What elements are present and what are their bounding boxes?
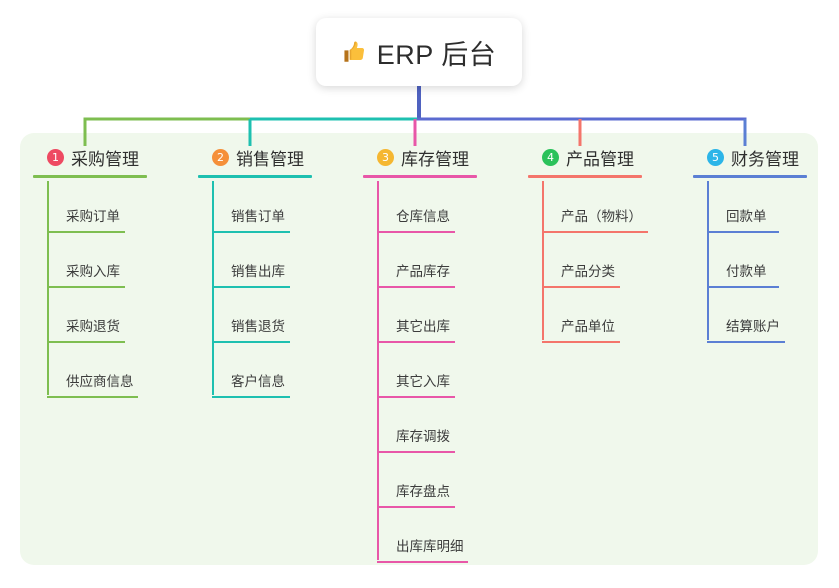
leaf-label: 销售出库 [231,264,285,279]
branch-header-underline [363,175,477,178]
branch-number-badge: 5 [707,148,724,166]
branch-header-5[interactable]: 5 财务管理 [693,145,807,169]
leaf-underline [707,286,779,288]
leaf-node[interactable]: 出库库明细 [363,508,477,563]
leaf-node[interactable]: 采购订单 [33,178,147,233]
diagram-panel-background [20,133,818,565]
leaf-node[interactable]: 库存调拨 [363,398,477,453]
branch-title: 采购管理 [71,149,139,169]
leaf-underline [377,231,455,233]
leaf-label: 仓库信息 [396,209,450,224]
leaf-node[interactable]: 产品（物料） [528,178,648,233]
leaf-underline [377,451,455,453]
leaf-node[interactable]: 销售出库 [198,233,312,288]
leaf-label: 出库库明细 [396,539,464,554]
branch-header-underline [33,175,147,178]
branch-title: 销售管理 [236,149,304,169]
leaf-label: 产品（物料） [561,209,642,224]
leaf-underline [542,231,648,233]
branch-items: 产品（物料） 产品分类产品单位 [528,178,648,343]
leaf-label: 库存调拨 [396,429,450,444]
leaf-label: 销售订单 [231,209,285,224]
branch-column-3: 3 库存管理仓库信息产品库存其它出库其它入库库存调拨库存盘点出库库明细 [363,145,477,563]
branch-title: 产品管理 [566,149,634,169]
leaf-label: 产品单位 [561,319,615,334]
leaf-underline [542,341,620,343]
branch-items: 回款单付款单结算账户 [693,178,807,343]
leaf-label: 回款单 [726,209,767,224]
leaf-label: 采购退货 [66,319,120,334]
branch-column-4: 4 产品管理产品（物料） 产品分类产品单位 [528,145,648,343]
branch-header-underline [693,175,807,178]
leaf-underline [212,286,290,288]
leaf-node[interactable]: 仓库信息 [363,178,477,233]
leaf-label: 客户信息 [231,374,285,389]
branch-number-badge: 2 [212,148,229,166]
leaf-underline [212,341,290,343]
branch-number-badge: 1 [47,148,64,166]
leaf-underline [47,231,125,233]
branch-number-badge: 3 [377,148,394,166]
branch-header-underline [198,175,312,178]
branch-header-1[interactable]: 1 采购管理 [33,145,147,169]
leaf-underline [47,341,125,343]
branch-header-4[interactable]: 4 产品管理 [528,145,642,169]
leaf-underline [377,506,455,508]
leaf-underline [542,286,620,288]
branch-header-underline [528,175,642,178]
leaf-label: 其它入库 [396,374,450,389]
leaf-node[interactable]: 产品库存 [363,233,477,288]
root-title: ERP 后台 [376,39,497,70]
thumbs-up-icon [342,39,368,65]
branch-column-2: 2 销售管理销售订单销售出库销售退货客户信息 [198,145,312,398]
leaf-underline [212,231,290,233]
leaf-node[interactable]: 供应商信息 [33,343,147,398]
branch-items: 销售订单销售出库销售退货客户信息 [198,178,312,398]
leaf-label: 产品库存 [396,264,450,279]
leaf-underline [707,231,779,233]
branch-column-5: 5 财务管理回款单付款单结算账户 [693,145,807,343]
leaf-underline [377,561,468,563]
leaf-node[interactable]: 回款单 [693,178,807,233]
branch-title: 库存管理 [401,149,469,169]
leaf-underline [377,341,455,343]
leaf-label: 库存盘点 [396,484,450,499]
leaf-node[interactable]: 产品单位 [528,288,642,343]
branch-number-badge: 4 [542,148,559,166]
leaf-node[interactable]: 其它入库 [363,343,477,398]
leaf-node[interactable]: 库存盘点 [363,453,477,508]
leaf-node[interactable]: 销售订单 [198,178,312,233]
leaf-label: 付款单 [726,264,767,279]
branch-title: 财务管理 [731,149,799,169]
branch-items: 仓库信息产品库存其它出库其它入库库存调拨库存盘点出库库明细 [363,178,477,563]
leaf-label: 销售退货 [231,319,285,334]
root-node-card[interactable]: ERP 后台 [316,18,522,86]
leaf-label: 采购订单 [66,209,120,224]
leaf-node[interactable]: 销售退货 [198,288,312,343]
leaf-label: 产品分类 [561,264,615,279]
leaf-node[interactable]: 付款单 [693,233,807,288]
branch-items: 采购订单采购入库采购退货供应商信息 [33,178,147,398]
leaf-underline [212,396,290,398]
leaf-label: 供应商信息 [66,374,134,389]
leaf-underline [707,341,785,343]
leaf-node[interactable]: 结算账户 [693,288,807,343]
leaf-node[interactable]: 其它出库 [363,288,477,343]
leaf-underline [377,396,455,398]
leaf-label: 其它出库 [396,319,450,334]
leaf-node[interactable]: 客户信息 [198,343,312,398]
branch-column-1: 1 采购管理采购订单采购入库采购退货供应商信息 [33,145,147,398]
leaf-node[interactable]: 采购入库 [33,233,147,288]
leaf-underline [47,396,138,398]
leaf-node[interactable]: 采购退货 [33,288,147,343]
leaf-underline [377,286,455,288]
leaf-node[interactable]: 产品分类 [528,233,642,288]
leaf-label: 采购入库 [66,264,120,279]
branch-header-2[interactable]: 2 销售管理 [198,145,312,169]
leaf-label: 结算账户 [726,319,780,334]
branch-header-3[interactable]: 3 库存管理 [363,145,477,169]
leaf-underline [47,286,125,288]
